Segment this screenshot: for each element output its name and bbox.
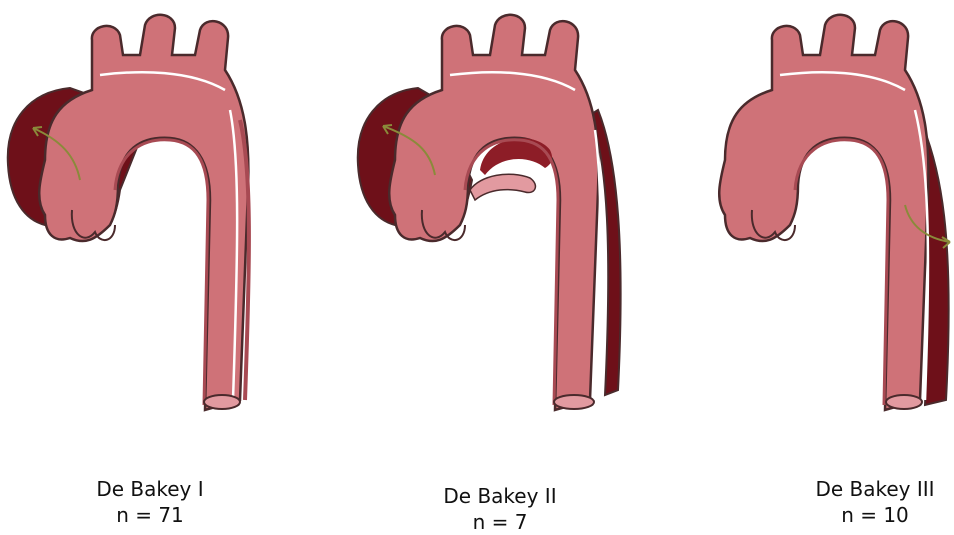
inner-curve — [795, 140, 888, 405]
distal-opening — [204, 395, 240, 409]
distal-opening — [554, 395, 594, 409]
diagram-label: De Bakey III — [795, 476, 954, 502]
aorta-body — [719, 15, 928, 410]
diagram-count: n = 71 — [70, 502, 230, 528]
diagram-count: n = 10 — [795, 502, 954, 528]
aorta-diagram-debakey-3 — [700, 0, 954, 430]
arch-flap — [470, 174, 535, 200]
panel-debakey-1: De Bakey I n = 71 — [0, 0, 300, 530]
aorta-body — [39, 15, 248, 410]
caption-debakey-1: De Bakey I n = 71 — [70, 476, 230, 528]
aorta-diagram-debakey-2 — [350, 0, 650, 430]
diagram-label: De Bakey I — [70, 476, 230, 502]
panel-debakey-2: De Bakey II n = 7 — [350, 0, 650, 530]
caption-debakey-3: De Bakey III n = 10 — [795, 476, 954, 528]
caption-debakey-2: De Bakey II n = 7 — [420, 483, 580, 535]
distal-opening — [886, 395, 922, 409]
diagram-label: De Bakey II — [420, 483, 580, 509]
inner-curve — [115, 140, 208, 405]
diagram-count: n = 7 — [420, 509, 580, 535]
panel-debakey-3: De Bakey III n = 10 — [700, 0, 954, 530]
aorta-diagram-debakey-1 — [0, 0, 300, 430]
aorta-body — [389, 15, 598, 410]
